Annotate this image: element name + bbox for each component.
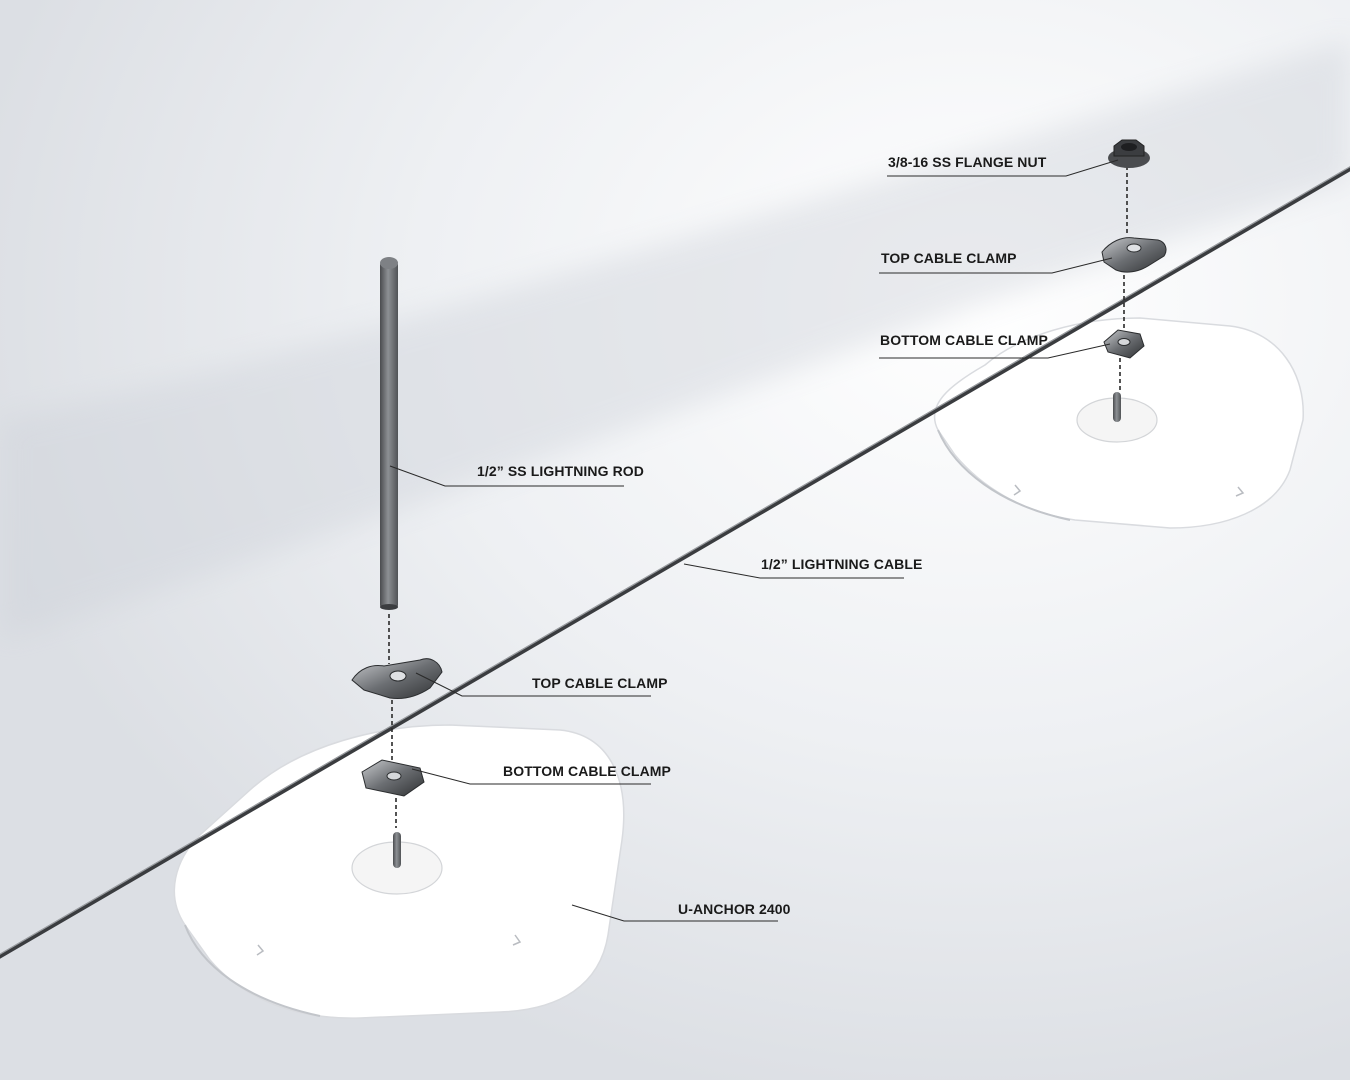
- label-top-clamp-right: TOP CABLE CLAMP: [881, 250, 1017, 266]
- u-anchor-right: [933, 317, 1304, 529]
- leader-lightning-rod: [389, 465, 624, 487]
- label-top-clamp-left: TOP CABLE CLAMP: [532, 675, 668, 691]
- leader-top-clamp-left: [415, 672, 651, 697]
- label-lightning-cable: 1/2” LIGHTNING CABLE: [761, 556, 922, 572]
- flange-nut: [1108, 139, 1150, 168]
- bottom-cable-clamp-right: [1103, 329, 1145, 359]
- lightning-rod: [380, 257, 398, 610]
- leader-flange-nut: [887, 159, 1119, 177]
- label-bottom-clamp-right: BOTTOM CABLE CLAMP: [880, 332, 1048, 348]
- leader-u-anchor: [571, 904, 778, 922]
- lightning-cable: [0, 166, 1350, 959]
- leader-top-clamp-right: [879, 257, 1113, 274]
- top-cable-clamp-right: [1101, 237, 1167, 273]
- leader-bottom-clamp-right: [879, 343, 1111, 359]
- u-anchor-left: [173, 724, 625, 1019]
- leader-bottom-clamp-left: [411, 768, 651, 785]
- label-lightning-rod: 1/2” SS LIGHTNING ROD: [477, 463, 644, 479]
- shadow-band: [0, 40, 1350, 640]
- label-flange-nut: 3/8-16 SS FLANGE NUT: [888, 154, 1047, 170]
- top-cable-clamp-left: [351, 658, 443, 699]
- bottom-cable-clamp-left: [361, 759, 425, 797]
- label-bottom-clamp-left: BOTTOM CABLE CLAMP: [503, 763, 671, 779]
- leader-lightning-cable: [683, 563, 904, 579]
- label-u-anchor: U-ANCHOR 2400: [678, 901, 791, 917]
